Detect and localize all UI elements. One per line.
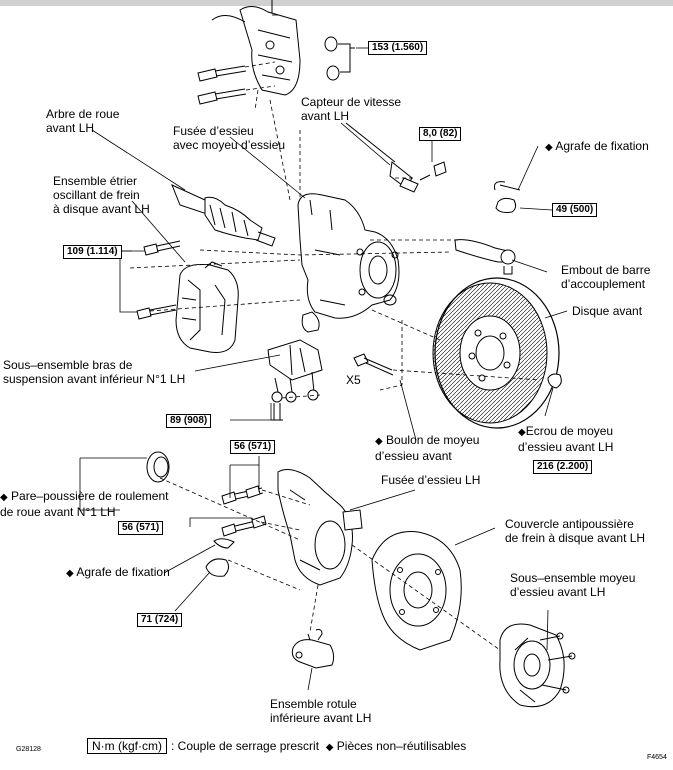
label-tie-rod-end: Embout de barre d’accouplement [561, 263, 651, 291]
torque-box-56-bottom: 56 (571) [118, 521, 164, 535]
knuckle-lower [277, 469, 363, 586]
torque-box-109: 109 (1.114) [63, 245, 122, 259]
label-speed-sensor: Capteur de vitesse avant LH [301, 95, 402, 123]
legend: N·m (kgf·cm): Couple de serrage prescrit… [87, 738, 467, 755]
top-bar [0, 0, 673, 6]
label-dust-seal: ◆ Pare–poussière de roulement de roue av… [0, 489, 169, 519]
non-reusable-icon: ◆ [518, 427, 526, 438]
torque-box-89: 89 (908) [166, 414, 212, 428]
tie-rod-end [454, 181, 521, 275]
label-dust-cover: Couvercle antipoussière de frein à disqu… [505, 517, 646, 545]
label-drive-shaft: Arbre de roue avant LH [46, 107, 120, 135]
torque-box-216: 216 (2.200) [533, 460, 593, 474]
label-knuckle-with-hub: Fusée d’essieu avec moyeu d’essieu [173, 124, 286, 152]
dust-seal [146, 451, 170, 483]
torque-box-49: 49 (500) [552, 203, 598, 217]
non-reusable-icon: ◆ [66, 568, 74, 579]
label-clip-top: ◆ Agrafe de fixation [545, 139, 649, 153]
legend-unit-box: N·m (kgf·cm) [87, 738, 167, 754]
legend-nonreuse-text: Pièces non–réutilisables [336, 739, 467, 753]
label-clip-bottom: ◆ Agrafe de fixation [66, 565, 170, 579]
label-hub-bolt: ◆ Boulon de moyeu d’essieu avant [375, 433, 480, 463]
non-reusable-icon: ◆ [0, 492, 8, 503]
figure-code-left: G28128 [16, 746, 41, 753]
strut-nuts [324, 36, 355, 81]
torque-box-8: 8,0 (82) [419, 127, 462, 141]
speed-sensor [345, 122, 447, 193]
label-lower-arm: Sous–ensemble bras de suspension avant i… [3, 358, 186, 386]
label-hub-assembly: Sous–ensemble moyeu d’essieu avant LH [510, 571, 636, 599]
label-knuckle: Fusée d’essieu LH [381, 473, 481, 487]
hub-assembly [499, 623, 576, 708]
drive-shaft [171, 184, 276, 247]
torque-box-56-top: 56 (571) [230, 440, 276, 454]
non-reusable-icon: ◆ [375, 436, 383, 447]
figure-code-right: F4654 [647, 754, 667, 761]
brake-disc [432, 277, 560, 429]
hub-bolt-mid [353, 353, 562, 389]
legend-torque-text: : Couple de serrage prescrit [170, 739, 320, 753]
non-reusable-icon: ◆ [545, 142, 553, 153]
torque-box-71: 71 (724) [137, 613, 183, 627]
label-x5: X5 [346, 373, 361, 387]
label-brake-caliper: Ensemble étrier oscillant de frein à dis… [53, 174, 150, 216]
label-hub-nut: ◆Ecrou de moyeu d’essieu avant LH [518, 424, 614, 454]
clip-lower [205, 538, 235, 577]
brake-caliper [136, 240, 239, 353]
torque-box-153: 153 (1.560) [368, 41, 428, 55]
non-reusable-icon: ◆ [325, 742, 334, 753]
knuckle-hub-assembly [297, 193, 400, 333]
label-brake-disc: Disque avant [572, 304, 643, 318]
lower-bolts [221, 485, 267, 537]
strut-bolts [197, 65, 247, 105]
strut-bracket [211, 0, 301, 96]
lower-arm [267, 339, 323, 421]
label-ball-joint: Ensemble rotule inférieure avant LH [270, 697, 372, 725]
ball-joint [291, 629, 335, 669]
